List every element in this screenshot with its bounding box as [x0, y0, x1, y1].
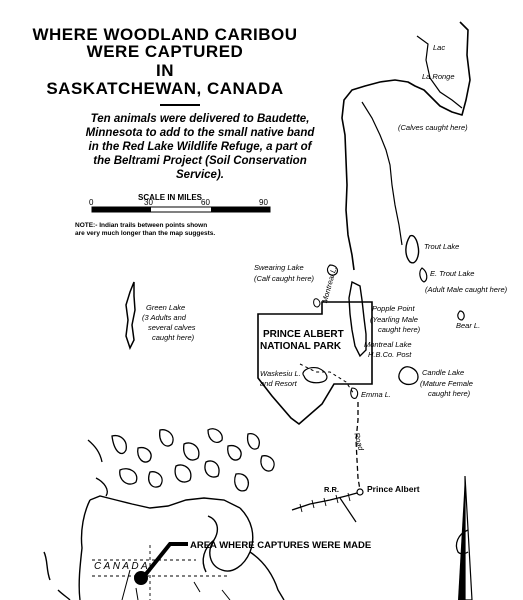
- railroad-ties: [299, 492, 351, 513]
- prince-albert-marker: [356, 488, 364, 496]
- label-adult-male-note: (Adult Male caught here): [425, 285, 508, 294]
- label-montreal-lake-post-1: Montreal Lake: [364, 340, 412, 349]
- label-green-note-3: caught here): [152, 333, 195, 342]
- road-line: [355, 402, 361, 491]
- canada-inset-islands: [87, 428, 275, 497]
- map-note-line-2: are very much longer than the map sugges…: [75, 230, 216, 237]
- label-park-name-2: NATIONAL PARK: [260, 341, 342, 352]
- label-calves-note: (Calves caught here): [398, 123, 468, 132]
- label-yearling-note-2: caught here): [378, 325, 421, 334]
- scale-title: SCALE IN MILES: [138, 193, 203, 202]
- bear-lake-shape: [457, 310, 465, 321]
- label-prince-albert: Prince Albert: [367, 484, 420, 494]
- label-yearling-note-1: (Yearling Male: [370, 315, 418, 324]
- label-waskesiu-1: Waskesiu L.: [260, 369, 301, 378]
- label-canada: C A N A D A: [94, 561, 148, 572]
- label-swearing-lake: Swearing Lake: [254, 263, 304, 272]
- label-montreal-lake-post-2: H.B.Co. Post: [368, 350, 412, 359]
- inset-pointer-line: [143, 542, 188, 577]
- trout-lake-shape: [405, 234, 420, 264]
- swearing-lake-shape: [326, 264, 339, 276]
- label-candle-lake: Candle Lake: [422, 368, 465, 377]
- capture-area-marker: [134, 571, 148, 585]
- park-small-lake: [313, 298, 321, 308]
- map-title-line-3: IN: [156, 61, 174, 80]
- candle-lake-shape: [398, 366, 419, 386]
- label-mature-female-note-2: caught here): [428, 389, 471, 398]
- label-lac: Lac: [433, 43, 446, 52]
- label-popple-point: Popple Point: [372, 304, 415, 313]
- map-description: Ten animals were delivered to Baudette, …: [85, 113, 315, 181]
- scale-bar: [91, 206, 271, 213]
- inset-border-dashed: [92, 545, 230, 600]
- map-title-line-2: WERE CAPTURED: [86, 42, 244, 61]
- waskesiu-lake-shape: [302, 367, 328, 384]
- lake-chain-west-shore: [361, 101, 403, 246]
- label-bear-l: Bear L.: [456, 321, 481, 330]
- label-park-name-1: PRINCE ALBERT: [263, 329, 344, 340]
- emma-lake-shape: [350, 387, 359, 399]
- label-mature-female-note-1: (Mature Female: [420, 379, 473, 388]
- label-trout-lake: Trout Lake: [424, 242, 460, 251]
- e-trout-lake-shape: [419, 267, 428, 283]
- label-emma-l: Emma L.: [361, 390, 392, 399]
- label-e-trout-lake: E. Trout Lake: [430, 269, 475, 278]
- map-title-line-4: SASKATCHEWAN, CANADA: [46, 79, 284, 98]
- label-railroad: R.R.: [324, 485, 339, 494]
- label-green-lake: Green Lake: [146, 303, 186, 312]
- map-note-line-1: NOTE:- Indian trails between points show…: [75, 222, 208, 229]
- green-lake-shape: [125, 281, 136, 350]
- label-area-caption: AREA WHERE CAPTURES WERE MADE: [190, 540, 372, 551]
- railroad-line: [291, 492, 358, 511]
- north-arrow: [455, 475, 473, 600]
- scale-tick-0: 0: [89, 198, 94, 207]
- label-waskesiu-2: and Resort: [260, 379, 297, 388]
- map-title-line-1: WHERE WOODLAND CARIBOU: [32, 25, 298, 44]
- scale-tick-90: 90: [259, 198, 268, 207]
- canada-inset-mainland: [43, 495, 285, 600]
- label-calf-note: (Calf caught here): [254, 274, 315, 283]
- label-green-note-1: (3 Adults and: [142, 313, 186, 322]
- scale-tick-30: 30: [144, 198, 153, 207]
- label-green-note-2: several calves: [148, 323, 196, 332]
- lake-chain-east-shore: [416, 35, 463, 109]
- lac-la-ronge-shoreline: [341, 21, 471, 271]
- label-la-ronge: La Ronge: [422, 72, 455, 81]
- railroad-branch: [339, 497, 357, 523]
- park-dashed-trail: [299, 363, 355, 395]
- scale-tick-60: 60: [201, 198, 210, 207]
- montreal-lake-shape: [348, 280, 367, 358]
- national-park-boundary: [257, 301, 373, 426]
- title-underline: [160, 104, 200, 106]
- inset-detail-strokes: [121, 569, 231, 600]
